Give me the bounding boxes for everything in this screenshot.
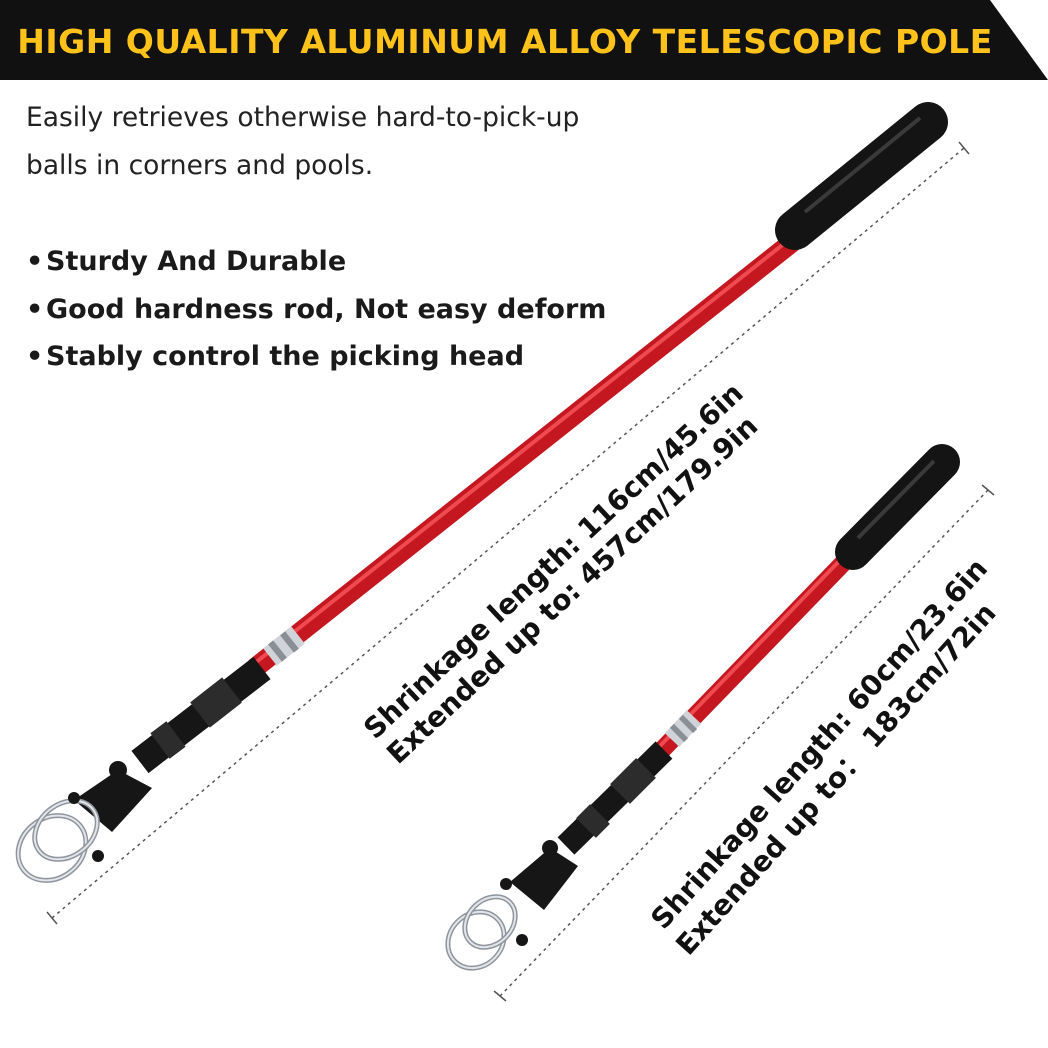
small-pole-collar (576, 804, 610, 838)
small-pole-ring-mark (678, 714, 698, 734)
feature-item: •Sturdy And Durable (26, 238, 666, 286)
small-pole-lower-segment (557, 741, 673, 855)
small-pole-collar (610, 758, 656, 804)
large-dimension-tick (958, 141, 970, 155)
large-basket-ring-shine (33, 799, 99, 861)
small-pole-head (510, 848, 578, 910)
large-basket-ring-shine (17, 814, 87, 882)
large-pole-shaft (248, 228, 807, 676)
small-pole-grip (835, 444, 960, 570)
large-pole-head-joint (109, 761, 127, 779)
feature-text: Sturdy And Durable (46, 246, 347, 277)
feature-item: •Stably control the picking head (26, 333, 666, 381)
large-pole-shaft-highlight (253, 229, 802, 665)
bullet-icon: • (26, 341, 44, 372)
large-pole (15, 102, 970, 925)
large-pole-collar (190, 677, 242, 728)
small-pole-ring-mark (669, 723, 689, 743)
small-basket-ring-shine (463, 895, 517, 949)
large-pole-head (74, 770, 152, 832)
large-pole-grip (775, 102, 948, 250)
bullet-icon: • (26, 246, 44, 277)
small-dimension-tick (981, 484, 995, 496)
feature-list: •Sturdy And Durable •Good hardness rod, … (26, 238, 666, 381)
small-pole-ring (664, 710, 702, 747)
small-dimension-line (499, 489, 989, 997)
intro-line-1: Easily retrieves otherwise hard-to-pick-… (26, 102, 580, 133)
feature-text: Stably control the picking head (46, 341, 525, 372)
large-pole-collar (150, 721, 186, 759)
large-dimension-line (51, 147, 965, 919)
banner-title: HIGH QUALITY ALUMINUM ALLOY TELESCOPIC P… (17, 22, 993, 61)
small-pole-head-joint (542, 840, 558, 856)
large-basket-clip (68, 792, 80, 804)
large-dimension-tick (46, 911, 58, 925)
small-basket-ring-shine (446, 910, 506, 970)
small-pole (445, 444, 995, 1002)
feature-text: Good hardness rod, Not easy deform (46, 293, 607, 325)
intro-text: Easily retrieves otherwise hard-to-pick-… (26, 94, 686, 190)
large-pole-ring (263, 626, 305, 666)
large-pole-grip-highlight (803, 116, 922, 214)
banner-background (0, 0, 1048, 80)
small-basket-clip (516, 934, 528, 946)
large-pole-ring-mark (268, 640, 287, 662)
large-pole-ring-mark (280, 631, 299, 653)
large-basket-clip (92, 850, 104, 862)
feature-item: •Good hardness rod, Not easy deform (26, 286, 666, 334)
small-dimension-tick (493, 990, 507, 1002)
header-banner: HIGH QUALITY ALUMINUM ALLOY TELESCOPIC P… (0, 0, 1048, 80)
bullet-icon: • (26, 293, 44, 325)
small-basket-clip (500, 878, 512, 890)
small-pole-grip-highlight (856, 459, 936, 540)
intro-line-2: balls in corners and pools. (26, 150, 374, 181)
